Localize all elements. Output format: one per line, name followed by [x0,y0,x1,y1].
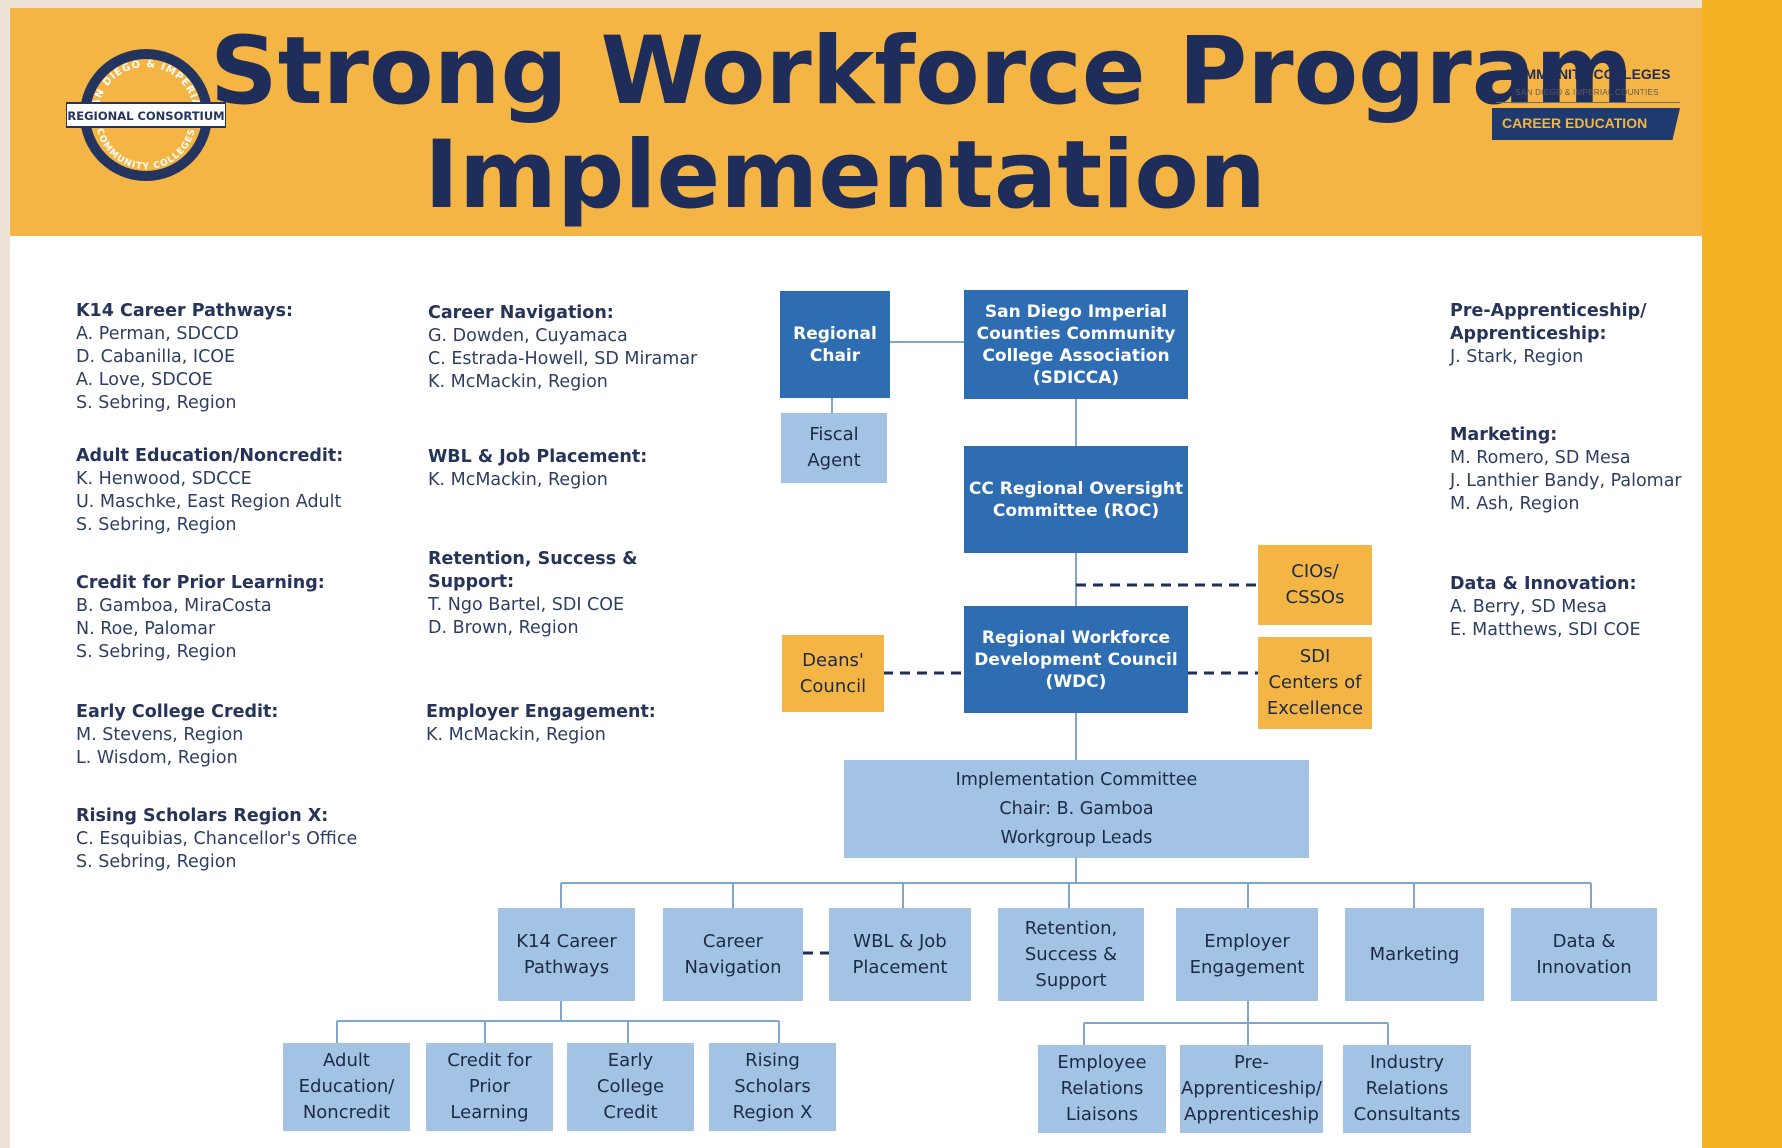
workgroup-heading: Marketing: [1450,425,1558,445]
workgroup-rising-scholars: Rising Scholars Region X: C. Esquibias, … [76,805,376,874]
workgroup-member: K. McMackin, Region [426,725,606,745]
workgroup-member: D. Brown, Region [428,618,579,638]
workgroup-member: S. Sebring, Region [76,393,237,413]
header-banner: SAN DIEGO & IMPERIAL COMMUNITY COLLEGES … [10,8,1702,236]
workgroup-heading: WBL & Job Placement: [428,447,648,467]
sub-box-employee-relations: Employee Relations Liaisons [1038,1045,1166,1133]
sub-box-rising-scholars: Rising Scholars Region X [709,1043,836,1131]
workgroup-career-nav: Career Navigation: G. Dowden, Cuyamaca C… [428,302,728,394]
workgroup-employer: Employer Engagement: K. McMackin, Region [426,701,726,747]
sub-box-early-college: Early College Credit [567,1043,694,1131]
cc-logo-bar: CAREER EDUCATION [1492,108,1680,140]
workgroup-heading: Apprenticeship: [1450,324,1607,344]
workgroup-k14: K14 Career Pathways: A. Perman, SDCCD D.… [76,300,376,415]
sub-box-industry-relations: Industry Relations Consultants [1343,1045,1471,1133]
cc-logo-divider [1496,102,1680,103]
sub-box-pre-apprenticeship: Pre- Apprenticeship/ Apprenticeship [1180,1045,1323,1133]
workgroup-heading: Employer Engagement: [426,702,656,722]
workgroup-member: K. McMackin, Region [428,470,608,490]
workgroup-member: A. Love, SDCOE [76,370,213,390]
fiscal-agent-box: Fiscal Agent [781,413,887,483]
workgroup-data-innovation: Data & Innovation: A. Berry, SD Mesa E. … [1450,573,1750,642]
workgroup-member: B. Gamboa, MiraCosta [76,596,272,616]
wdc-box: Regional Workforce Development Council (… [964,606,1188,713]
workgroup-adult-ed: Adult Education/Noncredit: K. Henwood, S… [76,445,376,537]
workgroup-pre-apprenticeship: Pre-Apprenticeship/ Apprenticeship: J. S… [1450,300,1750,369]
cios-cssos-box: CIOs/ CSSOs [1258,545,1372,625]
workgroup-member: C. Esquibias, Chancellor's Office [76,829,358,849]
workgroup-member: K. McMackin, Region [428,372,608,392]
regional-consortium-logo: SAN DIEGO & IMPERIAL COMMUNITY COLLEGES … [66,49,226,181]
wg-box-k14: K14 Career Pathways [498,908,635,1001]
sdicca-box: San Diego Imperial Counties Community Co… [964,290,1188,399]
workgroup-heading: Retention, Success & [428,549,638,569]
title-line-2: Implementation [424,121,1266,230]
workgroup-member: A. Berry, SD Mesa [1450,597,1607,617]
workgroup-member: L. Wisdom, Region [76,748,238,768]
wg-box-employer: Employer Engagement [1176,908,1318,1001]
workgroup-member: M. Stevens, Region [76,725,244,745]
wg-box-career-nav: Career Navigation [663,908,803,1001]
workgroup-early-college: Early College Credit: M. Stevens, Region… [76,701,376,770]
workgroup-marketing: Marketing: M. Romero, SD Mesa J. Lanthie… [1450,424,1750,516]
logo-center-text: REGIONAL CONSORTIUM [67,109,224,123]
sub-box-adult-ed: Adult Education/ Noncredit [283,1043,410,1131]
workgroup-member: K. Henwood, SDCCE [76,469,252,489]
workgroup-member: U. Maschke, East Region Adult [76,492,342,512]
workgroup-heading: Early College Credit: [76,702,279,722]
workgroup-member: J. Lanthier Bandy, Palomar [1450,471,1682,491]
roc-box: CC Regional Oversight Committee (ROC) [964,446,1188,553]
workgroup-member: S. Sebring, Region [76,515,237,535]
side-strip [1702,0,1782,1148]
workgroup-member: E. Matthews, SDI COE [1450,620,1641,640]
career-education-logo: COMMUNITY COLLEGES SAN DIEGO & IMPERIAL … [1486,60,1686,146]
regional-chair-box: Regional Chair [780,291,890,398]
workgroup-member: T. Ngo Bartel, SDI COE [428,595,625,615]
workgroup-member: M. Ash, Region [1450,494,1580,514]
workgroup-heading: Adult Education/Noncredit: [76,446,344,466]
wg-box-marketing: Marketing [1345,908,1484,1001]
workgroup-heading: Data & Innovation: [1450,574,1637,594]
workgroup-member: M. Romero, SD Mesa [1450,448,1631,468]
cc-logo-bar-text: CAREER EDUCATION [1502,115,1648,131]
cc-logo-top: COMMUNITY COLLEGES [1503,66,1671,82]
workgroup-heading: Credit for Prior Learning: [76,573,325,593]
workgroup-heading: Support: [428,572,515,592]
title-line-1: Strong Workforce Program [210,17,1634,126]
wg-box-wbl: WBL & Job Placement [829,908,971,1001]
workgroup-member: N. Roe, Palomar [76,619,216,639]
workgroup-heading: Career Navigation: [428,303,614,323]
workgroup-heading: Pre-Apprenticeship/ [1450,301,1647,321]
page-title: Strong Workforce Program Implementation [210,17,1634,230]
sdi-coe-box: SDI Centers of Excellence [1258,637,1372,729]
workgroup-member: C. Estrada-Howell, SD Miramar [428,349,698,369]
wg-box-data: Data & Innovation [1511,908,1657,1001]
workgroup-member: S. Sebring, Region [76,642,237,662]
workgroup-retention: Retention, Success & Support: T. Ngo Bar… [428,548,728,640]
org-chart-connectors [336,341,1592,1045]
workgroup-member: A. Perman, SDCCD [76,324,239,344]
workgroup-wbl: WBL & Job Placement: K. McMackin, Region [428,446,728,492]
implementation-committee-box: Implementation Committee Chair: B. Gambo… [844,760,1309,858]
sub-box-cpl: Credit for Prior Learning [426,1043,553,1131]
workgroup-heading: K14 Career Pathways: [76,301,293,321]
workgroup-member: G. Dowden, Cuyamaca [428,326,628,346]
workgroup-member: S. Sebring, Region [76,852,237,872]
workgroup-member: J. Stark, Region [1450,347,1584,367]
poster: SAN DIEGO & IMPERIAL COMMUNITY COLLEGES … [10,8,1702,1148]
workgroup-member: D. Cabanilla, ICOE [76,347,236,367]
deans-council-box: Deans' Council [782,635,884,712]
workgroup-cpl: Credit for Prior Learning: B. Gamboa, Mi… [76,572,376,664]
cc-logo-sub: SAN DIEGO & IMPERIAL COUNTIES [1515,88,1659,97]
wg-box-retention: Retention, Success & Support [998,908,1144,1001]
workgroup-heading: Rising Scholars Region X: [76,806,329,826]
